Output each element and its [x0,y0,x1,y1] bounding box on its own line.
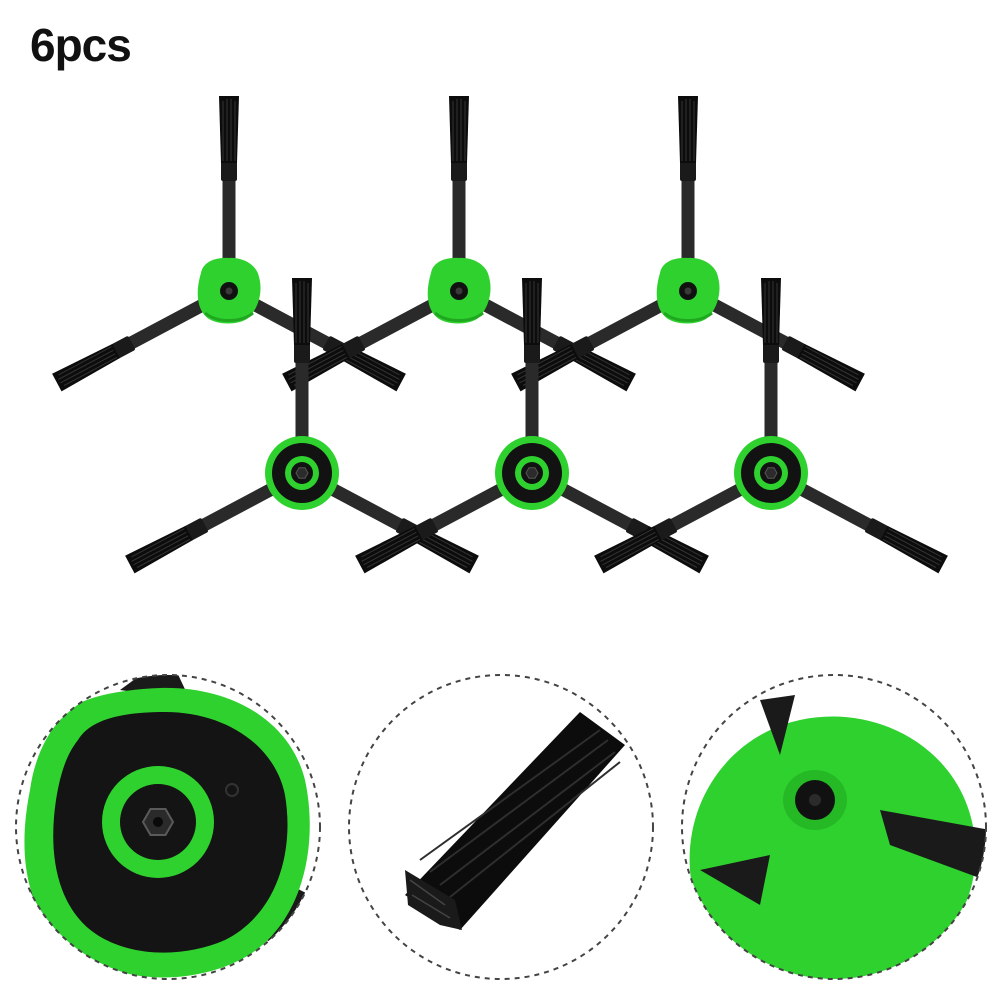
detail-hub-front [15,674,321,980]
detail-bristle-tip [348,674,654,980]
quantity-label: 6pcs [30,19,132,71]
detail-hub-back [681,674,987,980]
